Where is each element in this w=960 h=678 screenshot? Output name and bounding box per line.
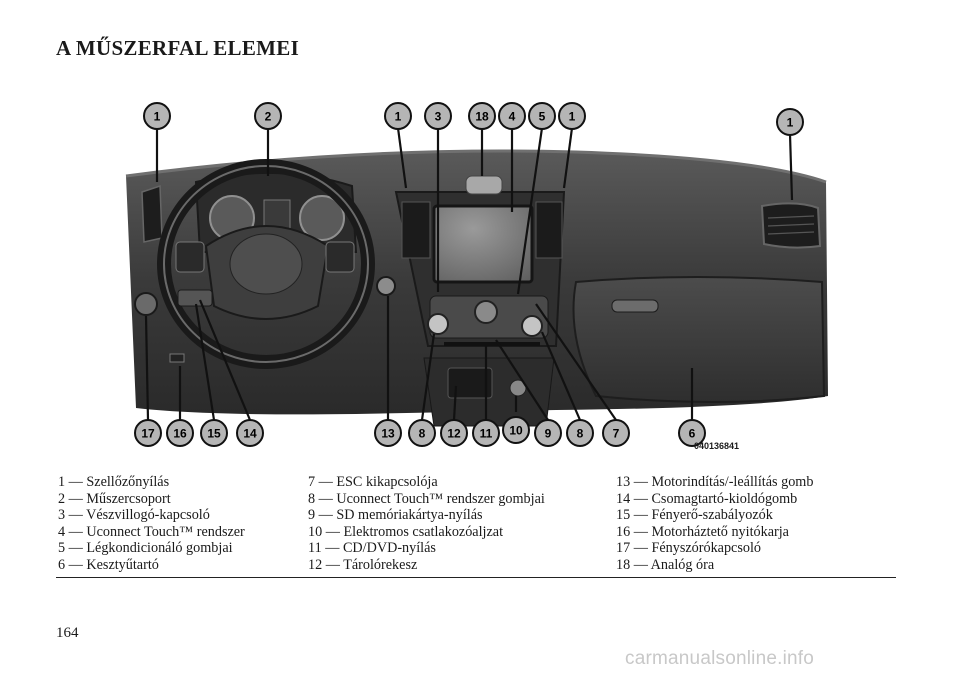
- svg-text:15: 15: [207, 427, 221, 441]
- legend-column-1: 1 — Szellőzőnyílás 2 — Műszercsoport 3 —…: [58, 474, 245, 574]
- legend-item: 5 — Légkondicionáló gombjai: [58, 540, 233, 557]
- svg-text:10: 10: [509, 424, 523, 438]
- svg-text:12: 12: [447, 427, 461, 441]
- center-vents: [401, 201, 563, 259]
- page-number: 164: [56, 625, 79, 641]
- callout-7: 7: [602, 419, 630, 447]
- top-callouts: 1 2 1 3 18 4 5 1 1: [143, 102, 804, 136]
- callout-6: 6: [678, 419, 706, 447]
- legend-item: 14 — Csomagtartó-kioldógomb: [616, 490, 798, 507]
- svg-text:16: 16: [173, 427, 187, 441]
- callout-13: 13: [374, 419, 402, 447]
- svg-text:3: 3: [435, 110, 442, 124]
- callout-1-center-vent-left: 1: [384, 102, 412, 130]
- legend-item: 15 — Fényerő-szabályozók: [616, 507, 773, 524]
- legend-item: 18 — Analóg óra: [616, 556, 715, 573]
- legend-item: 17 — Fényszórókapcsoló: [616, 540, 762, 557]
- left-spoke-buttons: [175, 241, 205, 273]
- touchscreen: [432, 204, 534, 284]
- svg-text:11: 11: [480, 427, 493, 441]
- bottom-callouts: 17 16 15 14 13 8 12 11 10 9 8 7 6: [134, 416, 706, 447]
- callout-9: 9: [534, 419, 562, 447]
- svg-text:8: 8: [419, 427, 426, 441]
- legend-item: 2 — Műszercsoport: [58, 490, 171, 507]
- svg-text:14: 14: [243, 427, 257, 441]
- callout-17: 17: [134, 419, 162, 447]
- callout-4-touchscreen: 4: [498, 102, 526, 130]
- dashboard-drawing: 1 2 1 3 18 4 5 1 1 17 16 15 14 13 8 12 1…: [125, 102, 828, 447]
- callout-18-clock: 18: [468, 102, 496, 130]
- callout-16: 16: [166, 419, 194, 447]
- start-stop-button: [376, 276, 396, 296]
- svg-text:1: 1: [154, 110, 161, 124]
- airbag-cover: [229, 233, 303, 295]
- svg-text:2: 2: [265, 110, 272, 124]
- dimmer-controls: [177, 289, 213, 307]
- page-title: A MŰSZERFAL ELEMEI: [56, 36, 300, 60]
- legend-item: 3 — Vészvillogó-kapcsoló: [58, 507, 210, 524]
- legend-column-2: 7 — ESC kikapcsolója 8 — Uconnect Touch™…: [308, 474, 545, 574]
- callout-3-hazard: 3: [424, 102, 452, 130]
- callout-1-left-vent: 1: [143, 102, 171, 130]
- figure-code: 040136841: [694, 441, 740, 451]
- callout-1-right-vent: 1: [776, 108, 804, 136]
- callout-8-left: 8: [408, 419, 436, 447]
- svg-text:1: 1: [787, 116, 794, 130]
- cd-slot: [444, 342, 540, 346]
- cluster-display: [263, 199, 291, 231]
- legend-item: 10 — Elektromos csatlakozóaljzat: [308, 523, 504, 540]
- right-knob: [521, 315, 543, 337]
- legend-item: 13 — Motorindítás/-leállítás gomb: [616, 474, 814, 490]
- legend-item: 7 — ESC kikapcsolója: [308, 474, 438, 490]
- callout-10: 10: [502, 416, 530, 444]
- legend-item: 9 — SD memóriakártya-nyílás: [308, 507, 483, 524]
- watermark: carmanualsonline.info: [625, 648, 815, 669]
- callout-2-cluster: 2: [254, 102, 282, 130]
- leader-lines: [144, 127, 794, 421]
- callout-5-climate: 5: [528, 102, 556, 130]
- svg-text:17: 17: [141, 427, 155, 441]
- svg-text:7: 7: [613, 427, 620, 441]
- left-knob: [427, 313, 449, 335]
- svg-text:18: 18: [475, 110, 489, 124]
- svg-text:8: 8: [577, 427, 584, 441]
- callout-12: 12: [440, 419, 468, 447]
- legend-divider: [56, 577, 896, 578]
- callout-8-right: 8: [566, 419, 594, 447]
- svg-text:1: 1: [395, 110, 402, 124]
- legend-column-3: 13 — Motorindítás/-leállítás gomb 14 — C…: [616, 474, 813, 574]
- legend-item: 6 — Kesztyűtartó: [58, 556, 159, 573]
- svg-text:13: 13: [381, 427, 395, 441]
- legend-item: 8 — Uconnect Touch™ rendszer gombjai: [308, 490, 545, 507]
- right-spoke-buttons: [325, 241, 355, 273]
- callout-1-center-vent-right: 1: [558, 102, 586, 130]
- svg-text:5: 5: [539, 110, 546, 124]
- svg-text:6: 6: [689, 427, 696, 441]
- callout-15: 15: [200, 419, 228, 447]
- svg-text:4: 4: [509, 110, 516, 124]
- legend-item: 12 — Tárolórekesz: [308, 556, 418, 573]
- svg-text:1: 1: [569, 110, 576, 124]
- legend-item: 11 — CD/DVD-nyílás: [308, 540, 436, 557]
- legend-item: 16 — Motorháztető nyitókarja: [616, 523, 789, 540]
- hood-release: [169, 353, 185, 363]
- gauge-right: [299, 195, 345, 241]
- glovebox: [572, 276, 826, 403]
- headlamp-switch: [134, 292, 158, 316]
- glovebox-handle: [611, 299, 659, 313]
- clock: [465, 175, 503, 195]
- dashboard-illustration: 1 2 1 3 18 4 5 1 1 17 16 15 14 13 8 12 1…: [56, 96, 840, 468]
- storage-bin: [447, 367, 493, 399]
- svg-text:9: 9: [545, 427, 552, 441]
- center-knob: [474, 300, 498, 324]
- legend-item: 1 — Szellőzőnyílás: [58, 474, 170, 490]
- callout-14: 14: [236, 419, 264, 447]
- callout-11: 11: [472, 419, 500, 447]
- legend-item: 4 — Uconnect Touch™ rendszer: [58, 523, 245, 540]
- left-vent: [141, 184, 163, 243]
